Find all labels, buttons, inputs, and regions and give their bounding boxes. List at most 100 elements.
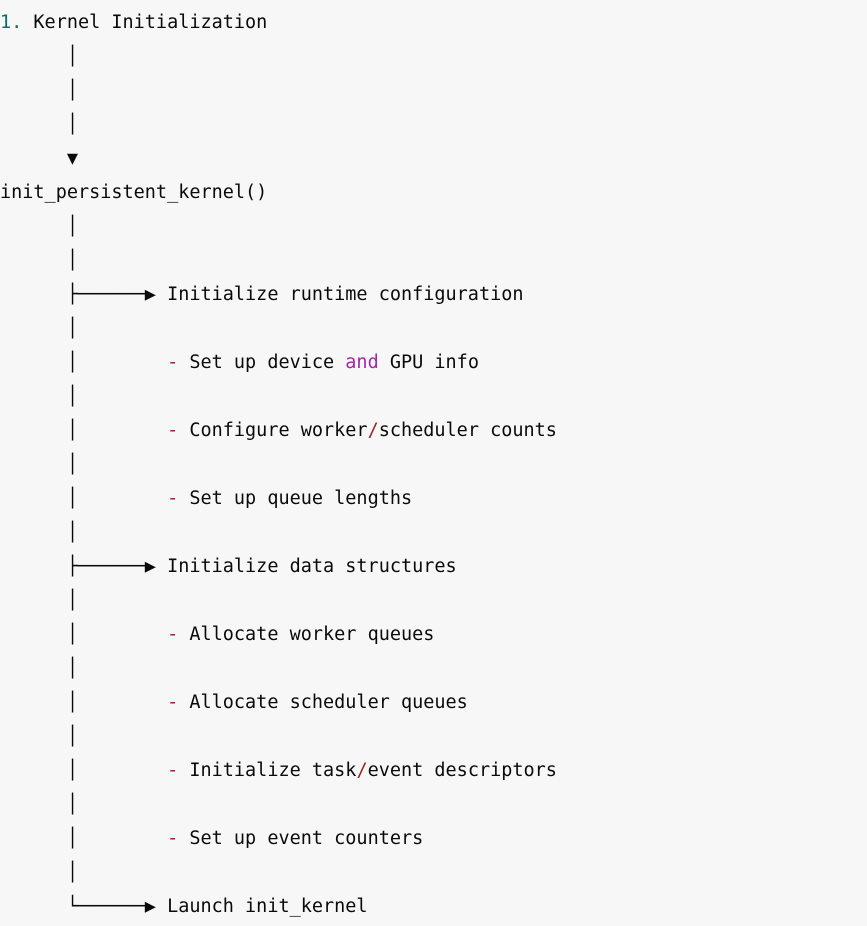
line-indent <box>0 556 67 577</box>
tree-connector-glyph: │ <box>66 420 78 441</box>
token-text <box>78 488 167 509</box>
line-label: init_persistent_kernel() <box>0 182 267 203</box>
tree-connector-glyph: │ <box>66 216 78 237</box>
diagram-line-trunk-1: │ <box>0 210 867 244</box>
token-text: Allocate scheduler queues <box>178 692 468 713</box>
token-text: event descriptors <box>367 760 557 781</box>
line-label: - Set up device and GPU info <box>78 352 479 373</box>
tree-connector-glyph: ├ <box>66 284 78 305</box>
line-indent <box>0 284 67 305</box>
line-indent <box>0 522 67 543</box>
token-text: scheduler counts <box>378 420 557 441</box>
tree-connector-glyph: │ <box>66 794 78 815</box>
line-label: - Set up queue lengths <box>78 488 412 509</box>
line-indent <box>0 828 67 849</box>
token-bullet-dash: - <box>167 828 179 849</box>
token-bullet-dash: - <box>167 488 179 509</box>
line-indent <box>0 624 67 645</box>
token-text <box>78 624 167 645</box>
token-text <box>78 828 167 849</box>
line-indent <box>0 590 67 611</box>
tree-connector-glyph: │ <box>66 46 78 67</box>
token-text: Configure worker <box>178 420 368 441</box>
tree-connector-glyph: │ <box>66 386 78 407</box>
tree-connector-glyph: │ <box>66 658 78 679</box>
line-indent <box>0 488 67 509</box>
branch-arrow-icon: ──────▶ <box>77 896 168 917</box>
line-indent <box>0 250 67 271</box>
token-bullet-dash: - <box>167 352 179 373</box>
line-indent <box>0 318 67 339</box>
tree-connector-glyph: │ <box>66 250 78 271</box>
diagram-line-trunk-7: │ <box>0 584 867 618</box>
tree-connector-glyph: │ <box>66 454 78 475</box>
line-indent <box>0 896 67 917</box>
diagram-line-stem-3: │ <box>0 108 867 142</box>
token-text: Initialize data structures <box>167 556 457 577</box>
line-label: - Set up event counters <box>78 828 423 849</box>
token-text: init_persistent_kernel() <box>0 182 268 203</box>
tree-connector-glyph: └ <box>66 896 78 917</box>
line-label: Initialize data structures <box>167 556 457 577</box>
token-text: Initialize runtime configuration <box>167 284 524 305</box>
line-indent <box>0 420 67 441</box>
diagram-line-detail-device-gpu: │ - Set up device and GPU info <box>0 346 867 380</box>
diagram-line-trunk-10: │ <box>0 788 867 822</box>
line-indent <box>0 862 67 883</box>
token-text <box>78 352 167 373</box>
line-label: - Configure worker/scheduler counts <box>78 420 557 441</box>
token-bullet-dash: - <box>167 420 179 441</box>
tree-connector-glyph: │ <box>66 760 78 781</box>
tree-connector-glyph: │ <box>66 352 78 373</box>
line-label: Launch init_kernel <box>167 896 367 917</box>
diagram-line-trunk-4: │ <box>0 380 867 414</box>
token-bullet-dash: - <box>167 760 179 781</box>
line-indent <box>0 352 67 373</box>
diagram-line-detail-queue-lengths: │ - Set up queue lengths <box>0 482 867 516</box>
diagram-line-trunk-11: │ <box>0 856 867 890</box>
branch-arrow-icon: ──────▶ <box>77 556 168 577</box>
diagram-line-trunk-2: │ <box>0 244 867 278</box>
token-ordinal: 1. <box>0 12 23 33</box>
diagram-line-heading: 1. Kernel Initialization <box>0 6 867 40</box>
diagram-line-trunk-8: │ <box>0 652 867 686</box>
line-indent <box>0 216 67 237</box>
diagram-line-branch-data-structures: ├──────▶ Initialize data structures <box>0 550 867 584</box>
token-text: Set up queue lengths <box>178 488 413 509</box>
branch-arrow-icon: ──────▶ <box>77 284 168 305</box>
diagram-line-entry-function: init_persistent_kernel() <box>0 176 867 210</box>
diagram-line-branch-launch-init-kernel: └──────▶ Launch init_kernel <box>0 890 867 924</box>
diagram-line-stem-arrowhead: ▼ <box>0 142 867 176</box>
line-indent <box>0 46 67 67</box>
diagram-line-trunk-5: │ <box>0 448 867 482</box>
token-text: Initialize task <box>178 760 357 781</box>
token-text: Set up device <box>178 352 346 373</box>
line-label: Initialize runtime configuration <box>167 284 523 305</box>
token-bullet-dash: - <box>167 624 179 645</box>
diagram-line-detail-event-counters: │ - Set up event counters <box>0 822 867 856</box>
line-indent <box>0 692 67 713</box>
tree-connector-glyph: ▼ <box>66 148 78 169</box>
tree-connector-glyph: │ <box>66 862 78 883</box>
tree-connector-glyph: │ <box>66 828 78 849</box>
line-indent <box>0 454 67 475</box>
tree-connector-glyph: │ <box>66 590 78 611</box>
line-label: - Allocate scheduler queues <box>78 692 468 713</box>
token-text: Kernel Initialization <box>22 12 268 33</box>
line-indent <box>0 80 67 101</box>
diagram-line-trunk-3: │ <box>0 312 867 346</box>
tree-connector-glyph: │ <box>66 114 78 135</box>
tree-connector-glyph: │ <box>66 726 78 747</box>
tree-connector-glyph: │ <box>66 624 78 645</box>
diagram-line-detail-descriptors: │ - Initialize task/event descriptors <box>0 754 867 788</box>
diagram-line-stem-1: │ <box>0 40 867 74</box>
tree-connector-glyph: │ <box>66 692 78 713</box>
diagram-line-trunk-6: │ <box>0 516 867 550</box>
diagram-line-branch-runtime-config: ├──────▶ Initialize runtime configuratio… <box>0 278 867 312</box>
token-slash: / <box>356 760 368 781</box>
tree-connector-glyph: ├ <box>66 556 78 577</box>
token-text: Set up event counters <box>178 828 424 849</box>
line-indent <box>0 658 67 679</box>
token-text <box>78 692 167 713</box>
